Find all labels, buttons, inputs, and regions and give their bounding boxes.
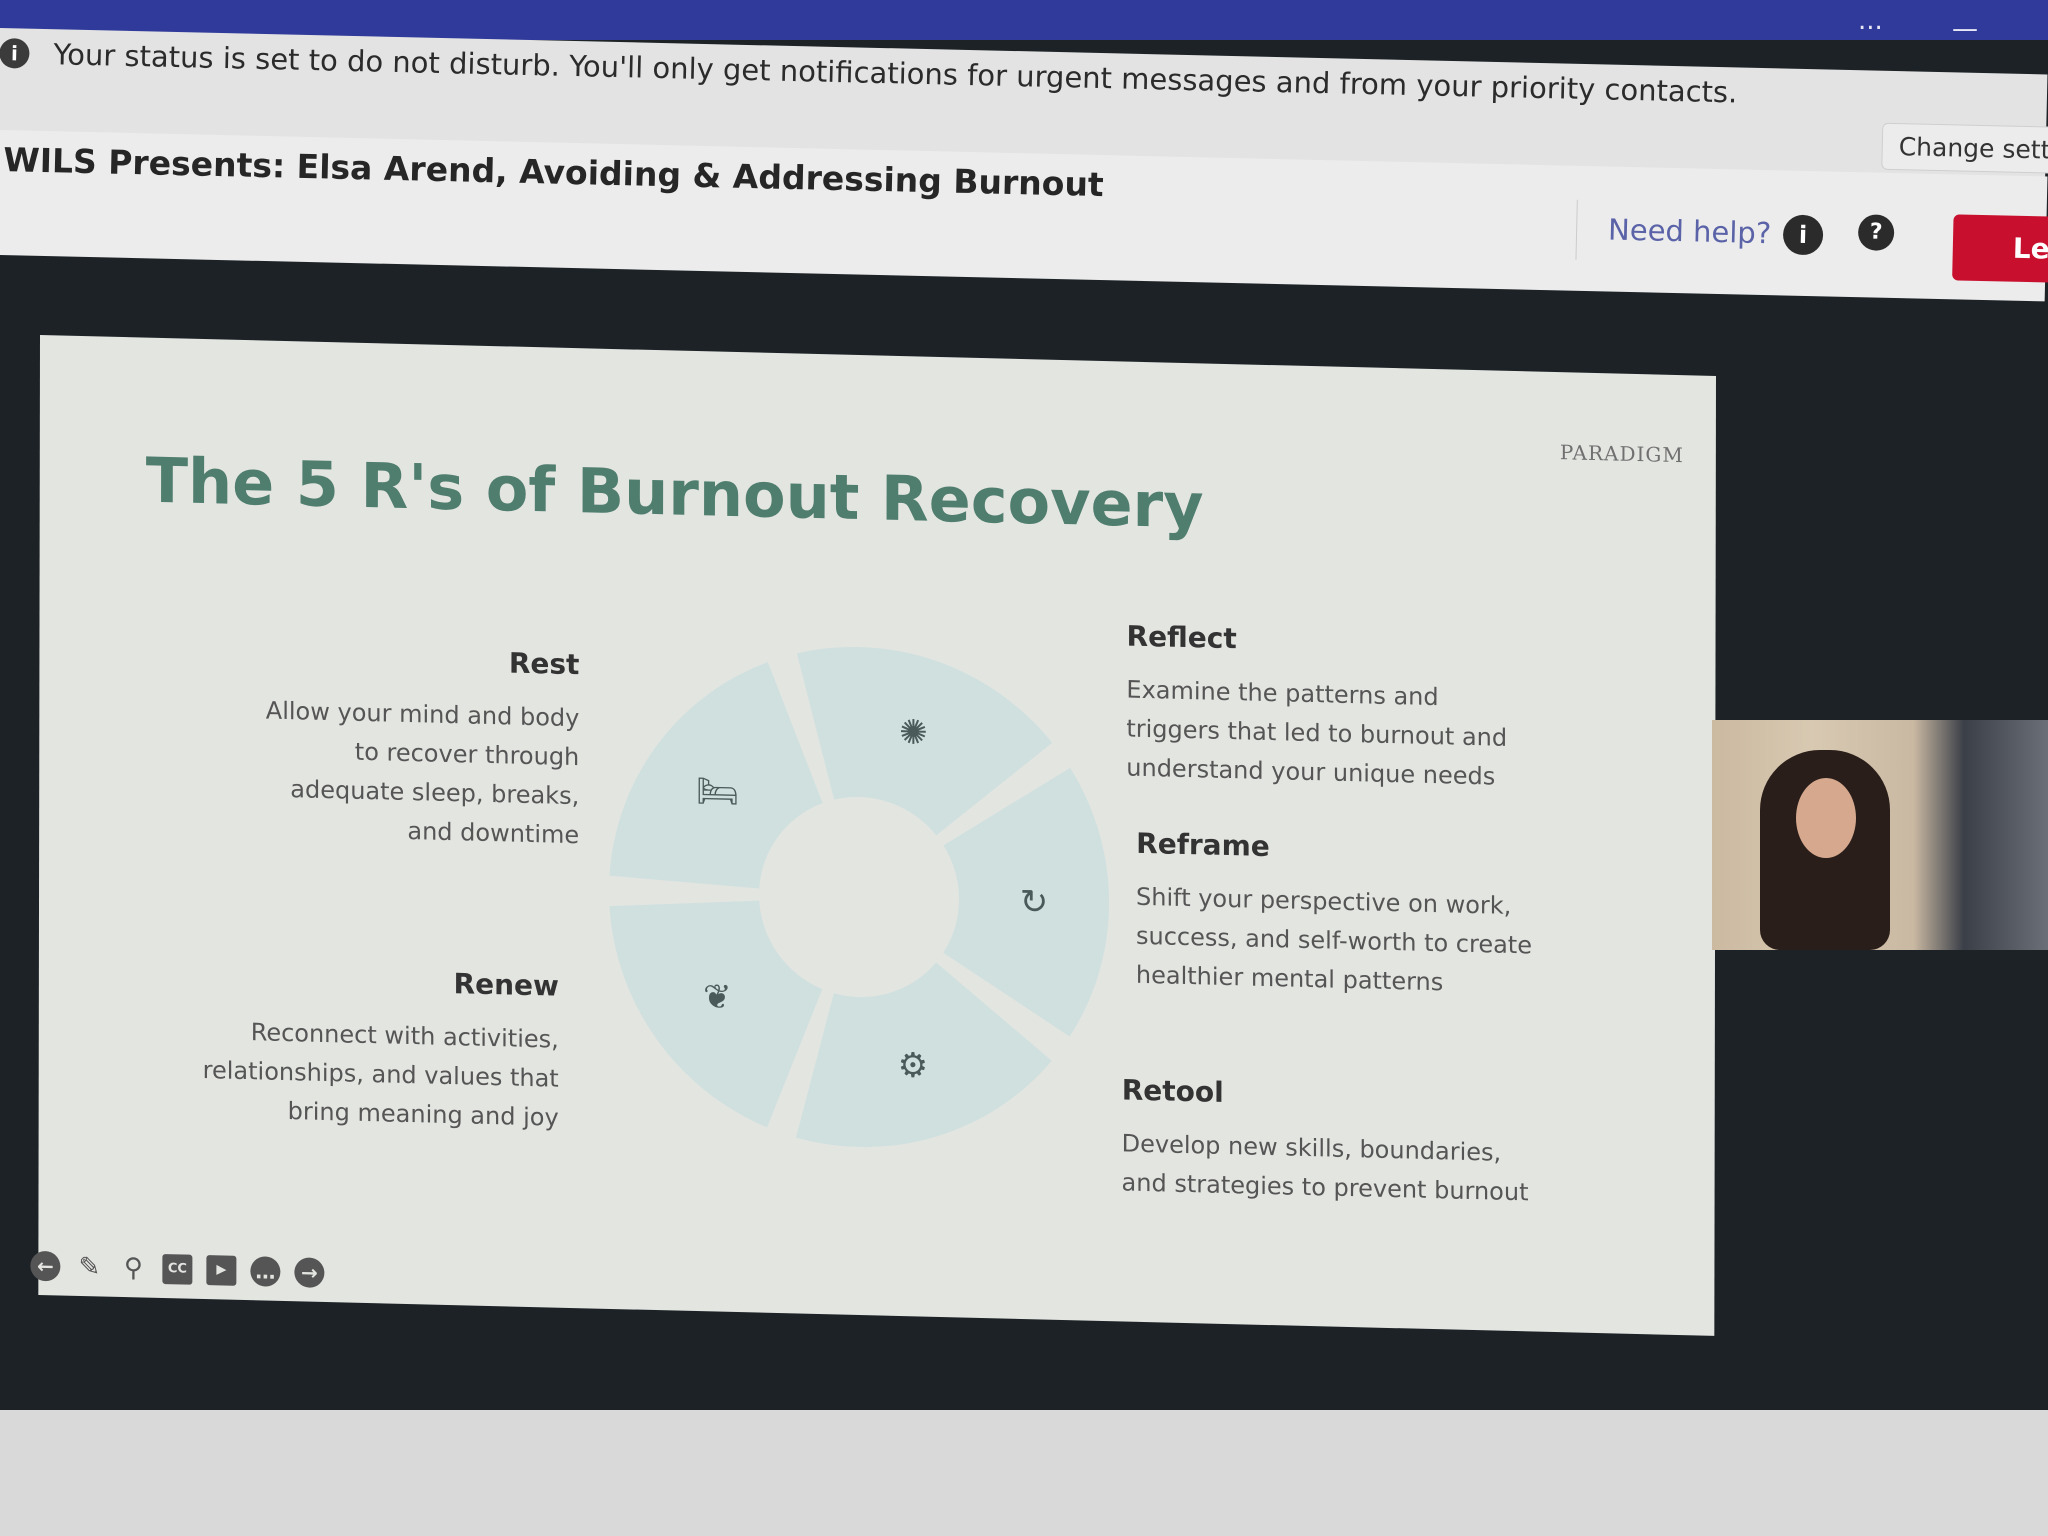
item-body: Examine the patterns and triggers that l…: [1126, 675, 1508, 791]
speaker-video-thumbnail[interactable]: [1712, 720, 2048, 950]
leaf-icon: ❦: [703, 977, 732, 1018]
item-body: Allow your mind and body to recover thro…: [265, 696, 580, 850]
paradigm-logo: PARADIGM: [1559, 440, 1684, 468]
minimize-button[interactable]: —: [1952, 14, 1978, 44]
item-heading: Reframe: [1136, 826, 1270, 864]
slide-title: The 5 R's of Burnout Recovery: [145, 443, 1204, 543]
item-rest: Rest Allow your mind and body to recover…: [139, 637, 580, 855]
window-title-bar: ... —: [0, 0, 2048, 44]
item-heading: Rest: [508, 646, 580, 682]
help-chat-icon[interactable]: ?: [1857, 214, 1895, 251]
refresh-icon: ↻: [1020, 882, 1049, 923]
change-settings-button[interactable]: Change settings: [1881, 122, 2048, 176]
item-renew: Renew Reconnect with activities, relatio…: [119, 959, 559, 1138]
pen-icon[interactable]: ✎: [78, 1251, 101, 1283]
leave-button[interactable]: Leave: [1952, 214, 2048, 284]
wheel-segment-renew: [609, 900, 823, 1128]
item-reframe: Reframe Shift your perspective on work, …: [1136, 827, 1576, 1006]
more-options-button[interactable]: ...: [1858, 6, 1883, 36]
bed-icon: 🛏: [696, 771, 739, 812]
item-heading: Retool: [1121, 1073, 1224, 1109]
captions-icon[interactable]: CC: [162, 1253, 193, 1285]
speaker-face: [1796, 778, 1856, 858]
item-body: Develop new skills, boundaries, and stra…: [1121, 1129, 1529, 1207]
five-rs-wheel: 🛏 ✺ ↻ ⚙ ❦: [609, 647, 1110, 1148]
item-reflect: Reflect Examine the patterns and trigger…: [1126, 620, 1566, 799]
notification-message: Your status is set to do not disturb. Yo…: [53, 37, 1738, 110]
wheel-segment-reframe: [943, 767, 1110, 1037]
info-icon[interactable]: i: [1782, 214, 1824, 256]
zoom-search-icon[interactable]: ⚲: [123, 1253, 143, 1284]
item-body: Shift your perspective on work, success,…: [1135, 882, 1533, 997]
presentation-slide: PARADIGM The 5 R's of Burnout Recovery R…: [30, 335, 1716, 1336]
item-heading: Renew: [453, 967, 559, 1003]
bottom-area: [0, 1410, 2048, 1536]
info-icon: i: [0, 37, 30, 69]
video-camera-icon[interactable]: ▶: [206, 1255, 237, 1286]
item-body: Reconnect with activities, relationships…: [202, 1018, 559, 1132]
gear-icon: ⚙: [898, 1045, 929, 1086]
more-options-icon[interactable]: …: [250, 1256, 281, 1287]
next-slide-icon[interactable]: →: [294, 1257, 325, 1288]
previous-slide-icon[interactable]: ←: [30, 1250, 61, 1282]
wheel-segment-rest: [609, 662, 823, 889]
need-help-link[interactable]: Need help?: [1607, 212, 1772, 251]
item-retool: Retool Develop new skills, boundaries, a…: [1122, 1073, 1562, 1213]
presentation-toolbar: ← ✎ ⚲ CC ▶ … →: [30, 1250, 325, 1288]
brain-icon: ✺: [899, 713, 928, 754]
item-heading: Reflect: [1126, 619, 1237, 656]
divider: [1575, 199, 1578, 260]
wheel-segment-retool: [796, 962, 1052, 1148]
wheel-segment-reflect: [796, 647, 1053, 836]
